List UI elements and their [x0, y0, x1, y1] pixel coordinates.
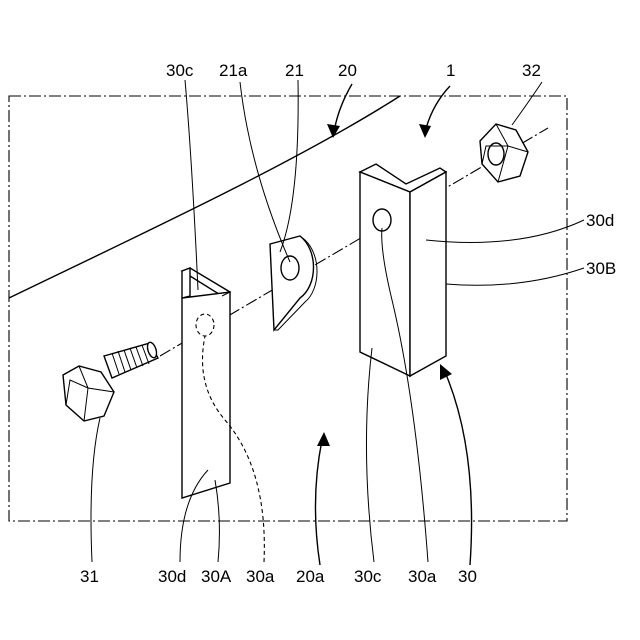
- bracket-30A: [182, 268, 230, 498]
- label-1-top: 1: [446, 61, 455, 80]
- arrow-1: [419, 86, 450, 138]
- label-20a-bottom: 20a: [296, 567, 325, 586]
- reference-labels: 30c 21a 21 20 1 32 30d 30B 31 30d 30A 30…: [80, 61, 616, 586]
- arrow-20: [327, 84, 352, 138]
- washer-21: [270, 236, 317, 330]
- label-30a-bottom-left: 30a: [246, 567, 275, 586]
- curved-edge-20: [9, 96, 400, 298]
- label-21a-top: 21a: [219, 61, 248, 80]
- arrow-30: [440, 364, 472, 565]
- label-30c-top: 30c: [166, 61, 194, 80]
- label-30B-right: 30B: [586, 259, 616, 278]
- label-30d-right: 30d: [586, 211, 614, 230]
- label-21-top: 21: [285, 61, 304, 80]
- bolt-31: [63, 341, 158, 421]
- label-32-top: 32: [522, 61, 541, 80]
- bracket-30: [360, 164, 446, 376]
- nut-32: [480, 124, 528, 182]
- label-31-bottom: 31: [80, 567, 99, 586]
- arrow-20a: [315, 432, 330, 565]
- label-20-top: 20: [338, 61, 357, 80]
- label-30c-bottom: 30c: [354, 567, 382, 586]
- label-30a-bottom-right: 30a: [408, 567, 437, 586]
- label-30d-bottom: 30d: [158, 567, 186, 586]
- label-30-bottom: 30: [458, 567, 477, 586]
- label-30A-bottom: 30A: [201, 567, 232, 586]
